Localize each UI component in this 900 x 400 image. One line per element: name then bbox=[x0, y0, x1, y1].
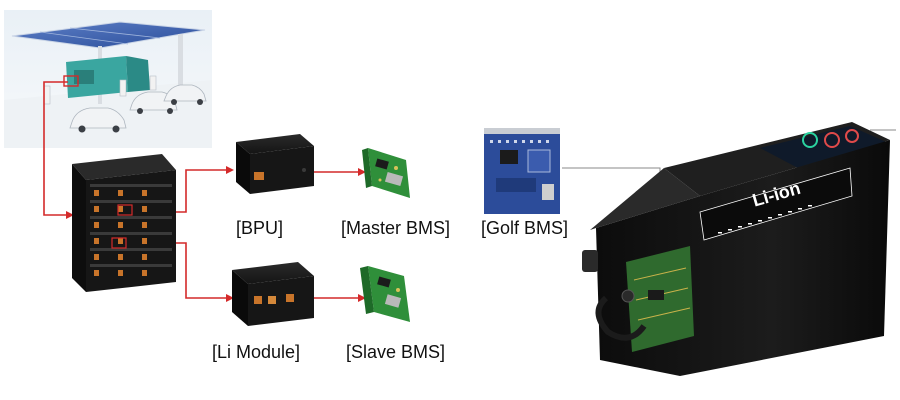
slave-bms-image bbox=[360, 266, 410, 322]
caption-slave-bms: [Slave BMS] bbox=[346, 342, 446, 362]
arrowhead-bpu bbox=[226, 166, 234, 174]
battery-rack-image bbox=[72, 154, 176, 292]
connector-station-to-rack bbox=[43, 81, 68, 216]
golf-cart-battery-image: Li-ion bbox=[582, 122, 890, 376]
caption-golf-bms: [Golf BMS] bbox=[481, 218, 569, 238]
golf-bms-image bbox=[484, 128, 560, 214]
arrowhead-rack bbox=[66, 211, 74, 219]
arrowhead-slave bbox=[358, 294, 366, 302]
caption-li-module: [Li Module] bbox=[212, 342, 301, 362]
arrowhead-module bbox=[226, 294, 234, 302]
solar-charging-station-image bbox=[4, 10, 212, 148]
li-module-image bbox=[232, 262, 314, 326]
arrowhead-master bbox=[358, 168, 366, 176]
caption-bpu: [BPU] bbox=[236, 218, 284, 238]
connector-arrowheads bbox=[66, 166, 366, 302]
master-bms-image bbox=[362, 148, 410, 198]
bpu-image bbox=[236, 134, 314, 194]
caption-master-bms: [Master BMS] bbox=[341, 218, 451, 238]
